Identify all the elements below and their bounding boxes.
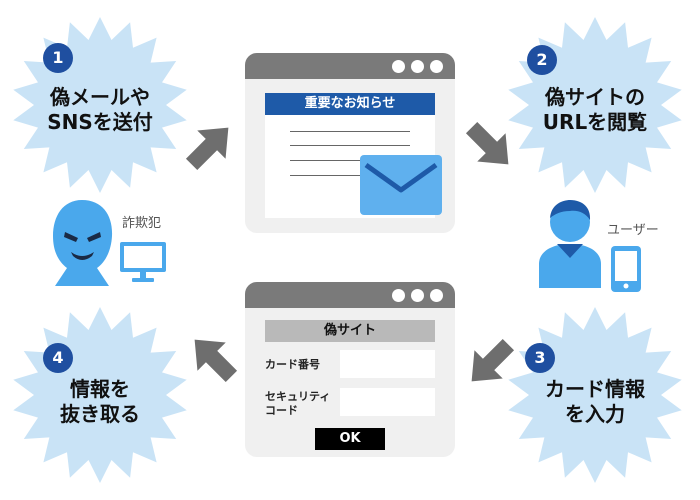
fake-site-title: 偽サイト xyxy=(265,320,435,342)
card-number-field[interactable] xyxy=(340,350,435,378)
envelope-icon xyxy=(360,155,442,215)
step-2-burst: 2 偽サイトの URLを閲覧 xyxy=(505,15,685,195)
window-dot-icon xyxy=(411,289,424,302)
arrow-icon xyxy=(194,339,238,383)
step-3-burst: 3 カード情報 を入力 xyxy=(505,305,685,485)
security-code-label-line2: コード xyxy=(265,404,298,418)
window-dot-icon xyxy=(411,60,424,73)
security-code-field[interactable] xyxy=(340,388,435,416)
user-label: ユーザー xyxy=(607,223,659,238)
window-dot-icon xyxy=(392,60,405,73)
step-2-number: 2 xyxy=(527,45,557,75)
text-line xyxy=(290,175,375,176)
step-3-label-line2: を入力 xyxy=(565,402,625,426)
step-4-label-line1: 情報を xyxy=(70,377,130,401)
window-dot-icon xyxy=(430,60,443,73)
smartphone-icon xyxy=(611,246,641,292)
step-3-label: カード情報 を入力 xyxy=(505,377,685,427)
text-line xyxy=(290,145,410,146)
ok-button[interactable]: OK xyxy=(315,428,385,450)
step-2-label-line1: 偽サイトの xyxy=(545,85,645,109)
step-1-burst: 1 偽メールや SNSを送付 xyxy=(10,15,190,195)
monitor-icon xyxy=(120,242,166,282)
arrow-icon xyxy=(185,127,229,171)
window-title-bar xyxy=(245,53,455,79)
step-4-burst: 4 情報を 抜き取る xyxy=(10,305,190,485)
step-3-number: 3 xyxy=(525,343,555,373)
step-2-label-line2: URLを閲覧 xyxy=(542,110,648,134)
criminal-icon xyxy=(53,200,113,286)
user-icon xyxy=(539,200,601,288)
security-code-label: セキュリティ コード xyxy=(265,390,330,419)
text-line xyxy=(290,160,385,161)
step-2-label: 偽サイトの URLを閲覧 xyxy=(505,85,685,135)
criminal-label: 詐欺犯 xyxy=(122,216,162,231)
step-1-label-line1: 偽メールや xyxy=(50,85,150,109)
arrow-icon xyxy=(465,121,509,165)
email-banner: 重要なお知らせ xyxy=(265,93,435,115)
fake-site-window: 偽サイト カード番号 セキュリティ コード OK xyxy=(245,282,455,457)
step-4-label: 情報を 抜き取る xyxy=(10,377,190,427)
step-1-label: 偽メールや SNSを送付 xyxy=(10,85,190,135)
step-3-label-line1: カード情報 xyxy=(545,377,645,401)
window-dot-icon xyxy=(392,289,405,302)
arrow-icon xyxy=(471,338,515,382)
security-code-label-line1: セキュリティ xyxy=(265,390,331,403)
step-1-number: 1 xyxy=(43,43,73,73)
step-1-label-line2: SNSを送付 xyxy=(47,110,153,134)
step-4-label-line2: 抜き取る xyxy=(60,402,140,426)
text-line xyxy=(290,131,410,132)
window-title-bar xyxy=(245,282,455,308)
card-number-label: カード番号 xyxy=(265,358,320,371)
window-dot-icon xyxy=(430,289,443,302)
step-4-number: 4 xyxy=(43,343,73,373)
